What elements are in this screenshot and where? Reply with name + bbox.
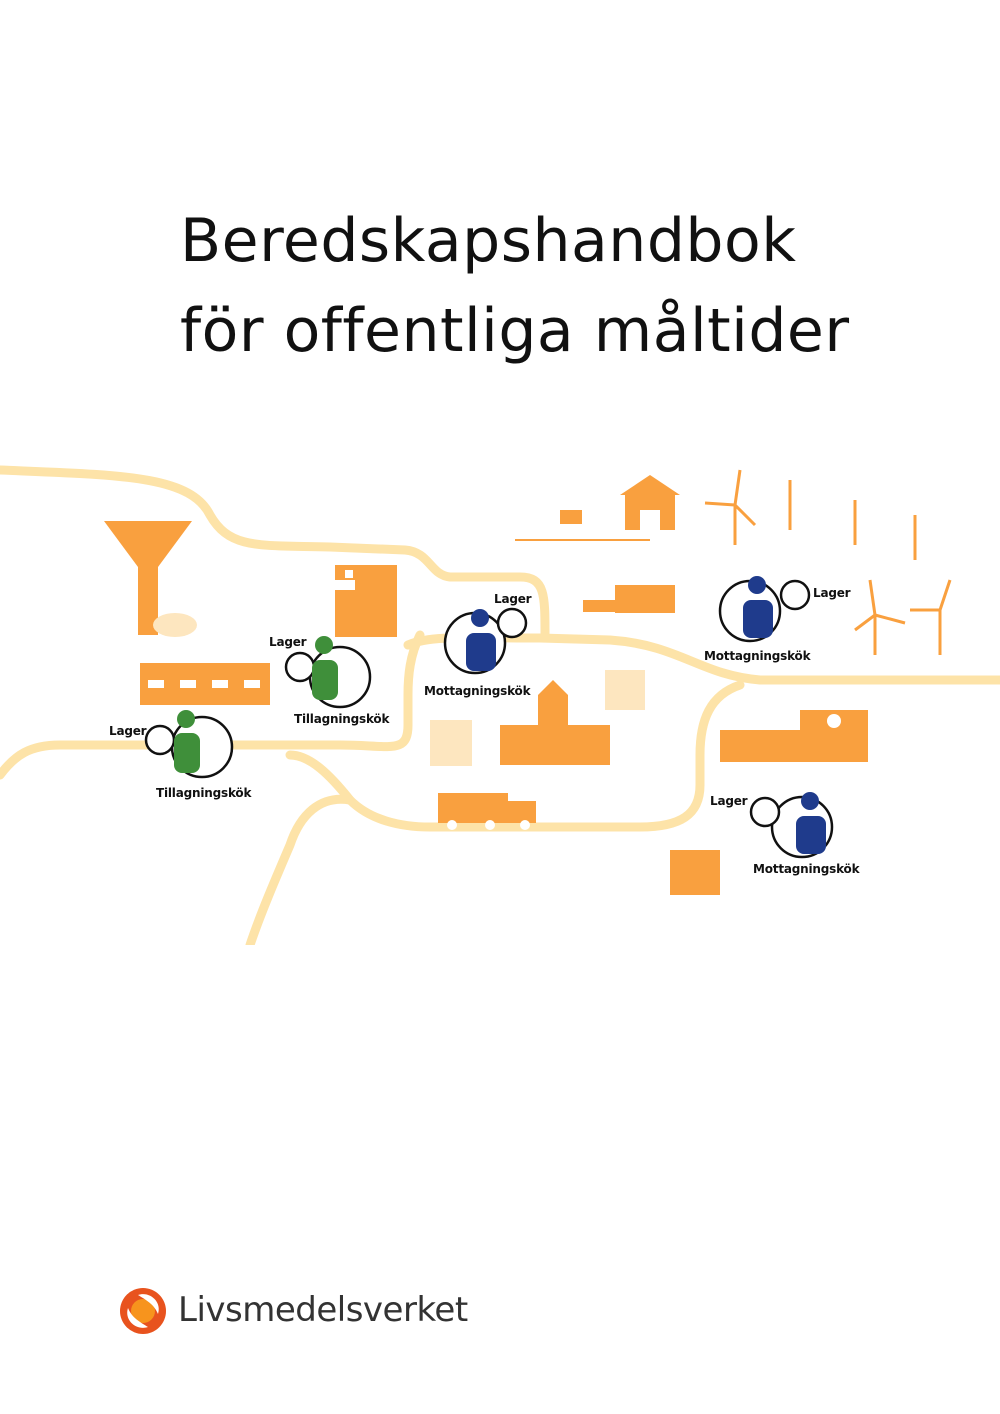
brand-logo: Livsmedelsverket [118, 1284, 478, 1338]
title-line-2: för offentliga måltider [180, 296, 850, 366]
light-building-2 [605, 670, 645, 710]
title-line-1: Beredskapshandbok [180, 206, 797, 276]
farm-area [515, 475, 680, 541]
label-mottagningskok-3: Mottagningskök [753, 862, 860, 876]
label-mottagningskok-2: Mottagningskök [704, 649, 811, 663]
label-lager-3: Lager [494, 592, 532, 606]
label-lager-4: Lager [813, 586, 851, 600]
cover-title: Beredskapshandbok för offentliga måltide… [180, 196, 850, 376]
house-center [583, 585, 675, 613]
school-right [720, 710, 868, 762]
building-bottom-right [670, 850, 720, 895]
road-lower [285, 680, 745, 832]
livsmedelsverket-logo-icon [120, 1288, 166, 1334]
label-tillagningskok-1: Tillagningskök [294, 712, 390, 726]
label-lager-2: Lager [109, 724, 147, 738]
brand-name: Livsmedelsverket [178, 1290, 468, 1330]
hospital [335, 565, 397, 637]
label-lager-5: Lager [710, 794, 748, 808]
road-top [0, 465, 550, 640]
map-svg [0, 465, 1000, 950]
long-building-left [140, 663, 270, 705]
school-center [500, 680, 610, 765]
label-mottagningskok-1: Mottagningskök [424, 684, 531, 698]
label-tillagningskok-2: Tillagningskök [156, 786, 252, 800]
light-building-1 [430, 720, 472, 766]
road-main [403, 633, 1000, 685]
roads [0, 465, 1000, 950]
cloud-shrub [153, 613, 197, 637]
water-tower [104, 521, 192, 635]
staff-figures [174, 576, 826, 854]
road-left [0, 630, 425, 780]
truck [438, 793, 536, 830]
road-south [245, 794, 355, 950]
wind-and-power [704, 469, 952, 655]
label-lager-1: Lager [269, 635, 307, 649]
municipality-map-illustration: Lager Lager Lager Lager Lager Tillagning… [0, 455, 1000, 950]
